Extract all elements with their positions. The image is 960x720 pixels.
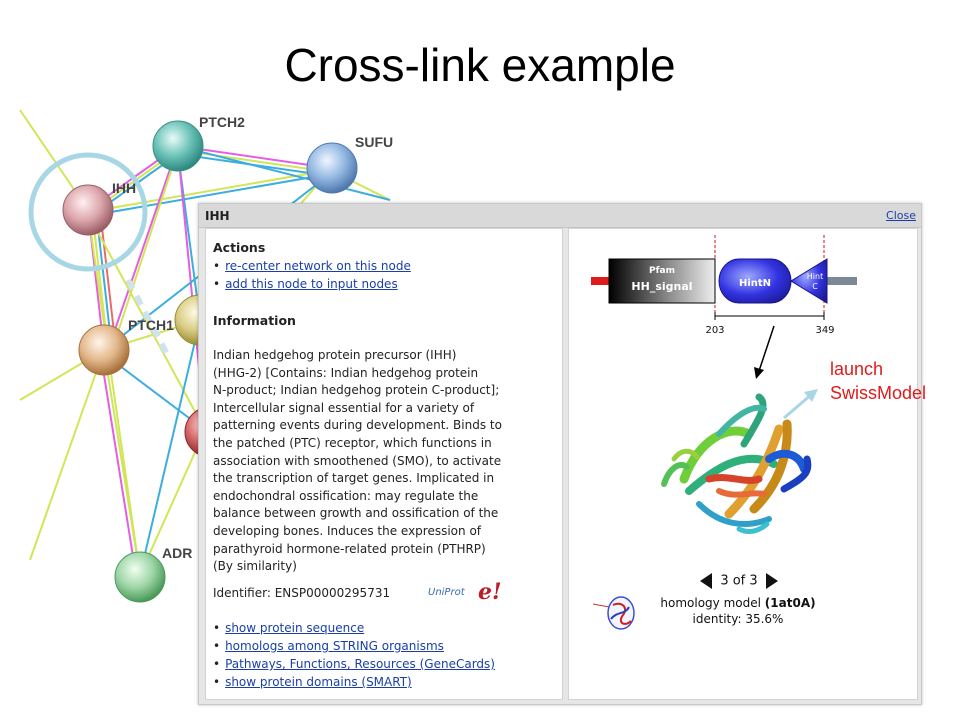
pointer-dash (125, 278, 173, 362)
node-ptch2[interactable] (152, 120, 204, 172)
selection-ring (28, 152, 148, 272)
model-caption: homology model (1at0A) identity: 35.6% (653, 595, 823, 627)
domain-end: 349 (815, 325, 834, 336)
uniprot-logo[interactable]: UniProt (428, 587, 465, 598)
node-label-ihh: IHH (112, 180, 137, 196)
swissmodel-icon[interactable] (607, 596, 635, 630)
slide-title: Cross-link example (284, 39, 676, 91)
annotation-line-1: launch (830, 359, 884, 379)
previous-model-icon[interactable] (700, 573, 713, 589)
info-panel: Actions •re-center network on this node … (205, 228, 563, 700)
link-genecards[interactable]: •Pathways, Functions, Resources (GeneCar… (213, 657, 495, 671)
action-recenter[interactable]: •re-center network on this node (213, 259, 411, 273)
annotation-line-2: SwissModel (830, 383, 927, 403)
hintc-label-2: C (812, 282, 818, 291)
node-label-adr: ADR (162, 545, 193, 561)
domain-diagram[interactable]: Pfam HH_signal HintN Hint C 203 349 (569, 229, 917, 699)
link-homologs-text[interactable]: homologs among STRING organisms (225, 639, 444, 653)
annotation-arrow (783, 389, 818, 420)
model-template-id: (1at0A) (764, 596, 816, 610)
node-ihh[interactable] (62, 184, 114, 236)
popup-header: IHH Close (199, 204, 921, 228)
structure-panel: Pfam HH_signal HintN Hint C 203 349 (568, 228, 918, 700)
node-adr[interactable] (114, 551, 166, 603)
popup-title: IHH (205, 209, 230, 223)
hintc-label-1: Hint (807, 272, 823, 281)
protein-structure-3d[interactable] (661, 393, 812, 534)
next-model-icon[interactable] (765, 573, 778, 589)
node-label-ptch2: PTCH2 (199, 114, 245, 130)
link-protein-sequence[interactable]: •show protein sequence (213, 621, 365, 635)
link-smart-text[interactable]: show protein domains (SMART) (225, 675, 412, 689)
model-pager-text: 3 of 3 (720, 573, 758, 589)
actions-heading: Actions (213, 240, 266, 255)
model-pager: 3 of 3 (679, 573, 799, 589)
hintn-label: HintN (739, 278, 771, 289)
action-add-node[interactable]: •add this node to input nodes (213, 277, 398, 291)
node-ptch1[interactable] (78, 324, 130, 376)
link-protein-sequence-text[interactable]: show protein sequence (225, 621, 365, 635)
ensembl-logo[interactable]: e! (478, 579, 502, 605)
node-sufu[interactable] (306, 142, 358, 194)
node-label-ptch1: PTCH1 (128, 317, 174, 333)
model-caption-label: homology model (660, 596, 761, 610)
pfam-label: Pfam (649, 266, 675, 276)
link-smart[interactable]: •show protein domains (SMART) (213, 675, 412, 689)
action-recenter-link[interactable]: re-center network on this node (225, 259, 411, 273)
information-heading: Information (213, 313, 296, 328)
hh-signal-label: HH_signal (631, 280, 692, 293)
model-identity: identity: 35.6% (692, 612, 784, 626)
protein-description: Indian hedgehog protein precursor (IHH) … (213, 348, 502, 574)
domain-start: 203 (705, 325, 724, 336)
launch-swissmodel-annotation: launch SwissModel (830, 357, 926, 405)
node-label-sufu: SUFU (355, 134, 394, 150)
node-info-popup: IHH Close Actions •re-center network on … (198, 203, 922, 705)
action-add-node-link[interactable]: add this node to input nodes (225, 277, 398, 291)
link-homologs[interactable]: •homologs among STRING organisms (213, 639, 444, 653)
close-link[interactable]: Close (886, 209, 916, 222)
link-genecards-text[interactable]: Pathways, Functions, Resources (GeneCard… (225, 657, 495, 671)
protein-identifier: Identifier: ENSP00000295731 (213, 586, 391, 600)
